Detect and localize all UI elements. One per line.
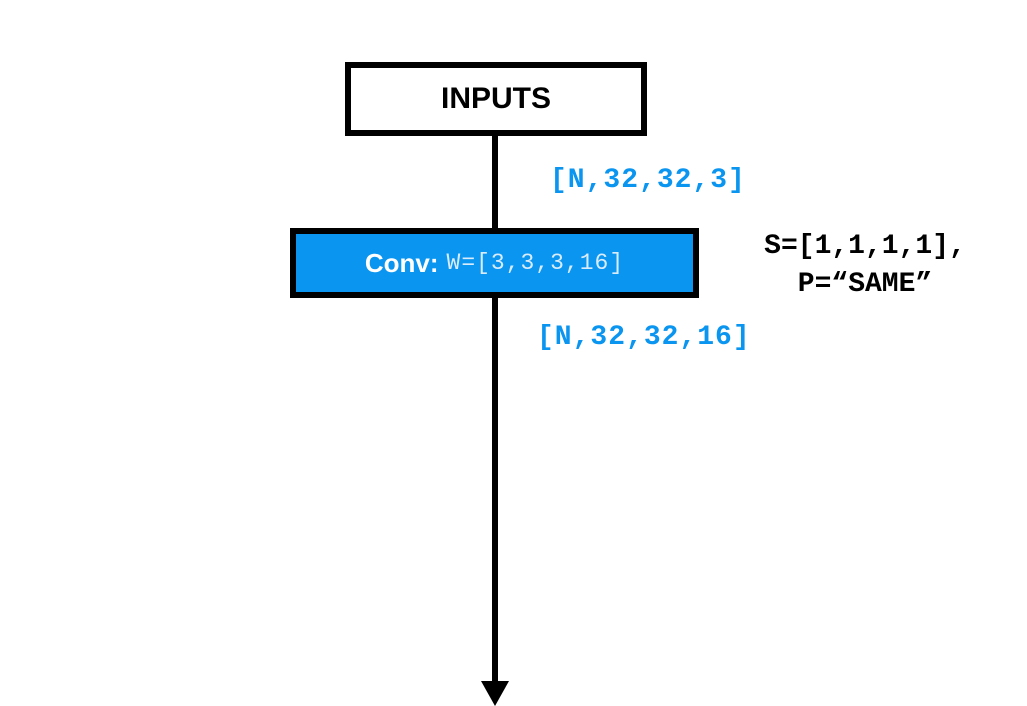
conv-node: Conv: W=[3,3,3,16] — [290, 228, 699, 298]
inputs-node-label: INPUTS — [440, 82, 551, 115]
conv-params: S=[1,1,1,1], P=“SAME” — [720, 228, 1010, 304]
output-shape-label: [N,32,32,16] — [537, 322, 751, 353]
conv-node-label: Conv: — [364, 247, 439, 278]
conv-strides-label: S=[1,1,1,1], — [764, 231, 966, 262]
conv-weights-label: W=[3,3,3,16] — [446, 250, 625, 276]
inputs-node: INPUTS — [345, 62, 647, 136]
arrow-down-icon — [481, 681, 509, 706]
flow-arrow-line — [492, 130, 498, 685]
conv-padding-label: P=“SAME” — [797, 269, 933, 300]
input-shape-label: [N,32,32,3] — [550, 165, 746, 196]
